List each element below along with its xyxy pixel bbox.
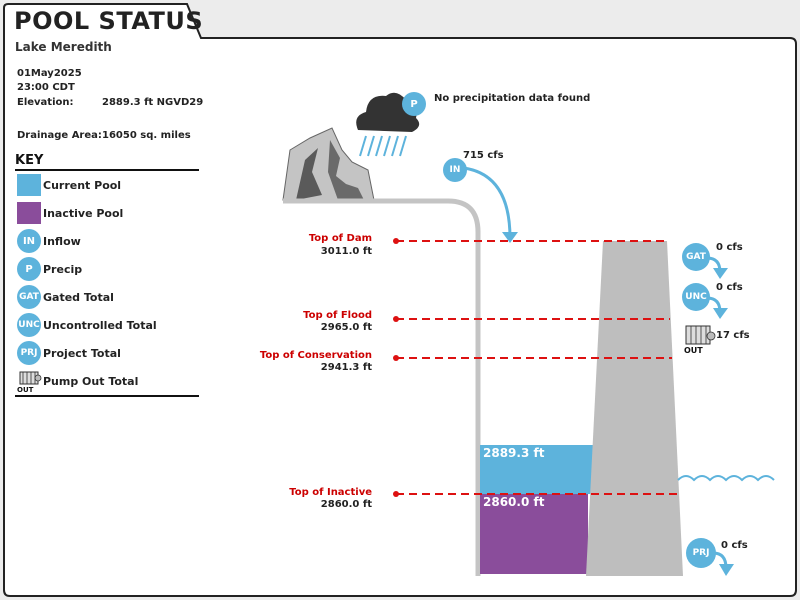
inactive-pool — [480, 494, 588, 574]
key-label-inflow: Inflow — [43, 235, 81, 248]
elevation-value: 2889.3 ft NGVD29 — [102, 97, 204, 108]
report-time: 23:00 CDT — [17, 82, 75, 93]
pump-key-out-label: OUT — [17, 386, 34, 394]
pump-icon — [19, 371, 42, 385]
reservoir-wall — [283, 198, 481, 576]
inflow-arrowhead — [502, 232, 518, 243]
gated-badge-icon: GAT — [682, 243, 710, 271]
top-of-conservation-label: Top of Conservation — [259, 350, 372, 361]
key-label-project: Project Total — [43, 347, 121, 360]
project-value: 0 cfs — [721, 540, 748, 551]
key-divider-bottom — [15, 395, 199, 397]
elevation-label: Elevation: — [17, 97, 74, 108]
key-label-inactive-pool: Inactive Pool — [43, 207, 124, 220]
project-badge-icon: PRJ — [686, 538, 716, 568]
key-label-gated: Gated Total — [43, 291, 114, 304]
key-label-uncontrolled: Uncontrolled Total — [43, 319, 157, 332]
current-pool-swatch — [17, 174, 41, 196]
precip-key-icon: P — [17, 257, 41, 281]
pump-out-icon — [685, 325, 716, 345]
drainage-value: 16050 sq. miles — [102, 130, 191, 141]
precip-status: No precipitation data found — [434, 93, 591, 104]
inflow-value: 715 cfs — [463, 150, 504, 161]
uncontrolled-value: 0 cfs — [716, 282, 743, 293]
top-of-dam-label: Top of Dam — [308, 233, 372, 244]
report-date: 01May2025 — [17, 68, 82, 79]
downstream-water — [677, 475, 775, 482]
key-title: KEY — [15, 153, 44, 168]
top-of-flood-value: 2965.0 ft — [320, 322, 372, 333]
page-title: POOL STATUS — [14, 7, 204, 35]
top-of-dam-value: 3011.0 ft — [320, 246, 372, 257]
gated-key-icon: GAT — [17, 285, 41, 309]
inactive-pool-swatch — [17, 202, 41, 224]
project-key-icon: PRJ — [17, 341, 41, 365]
key-label-pump-out: Pump Out Total — [43, 375, 139, 388]
inactive-pool-value: 2860.0 ft — [483, 495, 545, 509]
gated-value: 0 cfs — [716, 242, 743, 253]
lake-name: Lake Meredith — [15, 40, 112, 54]
top-of-inactive-label: Top of Inactive — [289, 487, 372, 498]
precip-badge-icon: P — [402, 92, 426, 116]
drainage-label: Drainage Area: — [17, 130, 102, 141]
pump-out-label: OUT — [684, 346, 703, 355]
current-pool-value: 2889.3 ft — [483, 446, 545, 460]
dam-body — [586, 241, 683, 576]
inflow-arrow — [463, 166, 512, 239]
inflow-key-icon: IN — [17, 229, 41, 253]
inflow-badge-icon: IN — [443, 158, 467, 182]
top-of-inactive-value: 2860.0 ft — [320, 499, 372, 510]
top-of-conservation-value: 2941.3 ft — [320, 362, 372, 373]
pump-out-value: 17 cfs — [716, 330, 750, 341]
current-pool — [480, 445, 595, 494]
uncontrolled-key-icon: UNC — [17, 313, 41, 337]
top-of-flood-label: Top of Flood — [303, 310, 372, 321]
key-label-precip: Precip — [43, 263, 83, 276]
uncontrolled-badge-icon: UNC — [682, 283, 710, 311]
key-label-current-pool: Current Pool — [43, 179, 122, 192]
key-divider-top — [15, 169, 199, 171]
mountain-icon — [282, 127, 375, 201]
